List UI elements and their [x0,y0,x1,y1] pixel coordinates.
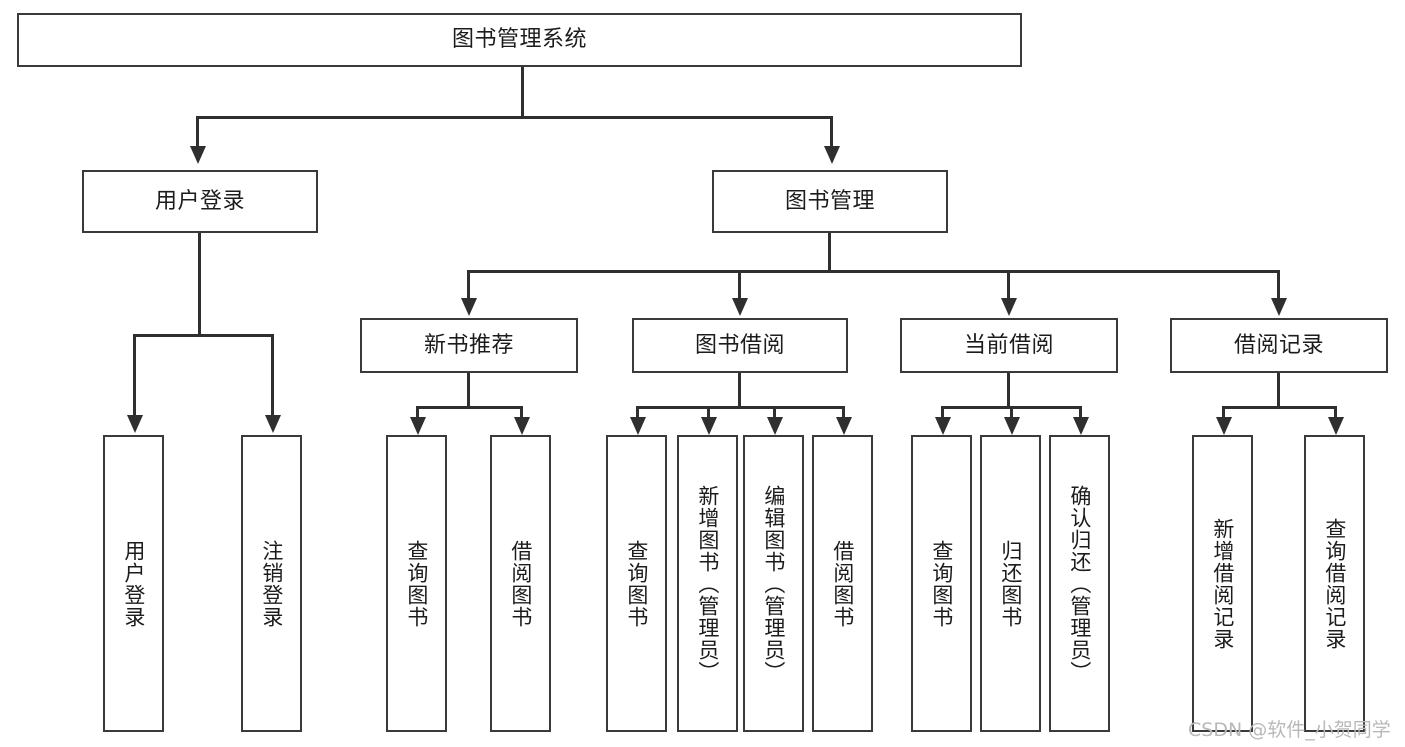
node-label: 确认归还（管理员） [1067,484,1092,683]
connector-book-mgmt-c4 [1277,270,1280,301]
leaf-current-query-books[interactable]: 查询图书 [911,435,972,732]
connector-records-stem [1277,373,1280,408]
leaf-current-return-books[interactable]: 归还图书 [980,435,1041,732]
node-new-book-recommend[interactable]: 新书推荐 [360,318,578,373]
connector-book-mgmt-bar [467,270,1279,273]
node-label: 查询图书 [404,539,429,628]
node-root-library-system[interactable]: 图书管理系统 [17,13,1022,67]
node-label: 借阅图书 [508,539,533,628]
arrow-borrow-l1 [630,417,646,435]
connector-records-l1 [1222,406,1225,420]
connector-newbook-bar [416,406,522,409]
connector-root-bar [196,116,833,119]
leaf-borrow-query-books[interactable]: 查询图书 [606,435,667,732]
node-book-management[interactable]: 图书管理 [712,170,948,233]
connector-borrow-bar [636,406,844,409]
connector-current-l2 [1010,406,1013,420]
leaf-current-confirm-return-admin[interactable]: 确认归还（管理员） [1049,435,1110,732]
connector-newbook-l1 [416,406,419,420]
connector-borrow-l4 [842,406,845,420]
node-label: 查询图书 [624,539,649,628]
csdn-watermark: CSDN @软件_小贺同学 [1188,719,1391,741]
connector-current-l3 [1079,406,1082,420]
node-label: 查询借阅记录 [1322,517,1347,650]
arrow-book-mgmt-c2 [732,298,748,316]
node-label: 用户登录 [121,539,146,628]
arrow-root-to-user-login [190,146,206,164]
node-label: 借阅记录 [1233,332,1324,358]
connector-user-login-leaf2 [271,334,274,418]
connector-current-l1 [941,406,944,420]
node-current-borrow[interactable]: 当前借阅 [900,318,1118,373]
node-borrow-records[interactable]: 借阅记录 [1170,318,1388,373]
connector-borrow-l1 [636,406,639,420]
connector-records-l2 [1334,406,1337,420]
node-label: 查询图书 [929,539,954,628]
node-label: 图书管理 [784,188,875,214]
arrow-user-login-leaf2 [265,415,281,433]
leaf-borrow-edit-book-admin[interactable]: 编辑图书（管理员） [743,435,804,732]
connector-user-login-bar [133,334,273,337]
leaf-records-query-record[interactable]: 查询借阅记录 [1304,435,1365,732]
arrow-current-l1 [935,417,951,435]
connector-root-to-book-mgmt [830,116,833,148]
node-label: 图书管理系统 [451,27,587,53]
connector-newbook-l2 [520,406,523,420]
arrow-book-mgmt-c1 [461,298,477,316]
connector-user-login-leaf1 [133,334,136,418]
arrow-book-mgmt-c3 [1001,298,1017,316]
node-label: 借阅图书 [830,539,855,628]
node-label: 新书推荐 [423,332,514,358]
leaf-borrow-add-book-admin[interactable]: 新增图书（管理员） [677,435,738,732]
arrow-root-to-book-mgmt [824,146,840,164]
leaf-newbook-borrow-books[interactable]: 借阅图书 [490,435,551,732]
connector-book-mgmt-c2 [738,270,741,301]
arrow-current-l2 [1004,417,1020,435]
connector-book-mgmt-stem [828,233,831,271]
arrow-records-l2 [1328,417,1344,435]
connector-newbook-stem [467,373,470,408]
connector-borrow-stem [738,373,741,408]
connector-current-stem [1007,373,1010,408]
node-label: 当前借阅 [963,332,1054,358]
connector-borrow-l3 [773,406,776,420]
node-book-borrow[interactable]: 图书借阅 [632,318,848,373]
arrow-borrow-l2 [701,417,717,435]
node-label: 归还图书 [998,539,1023,628]
arrow-records-l1 [1216,417,1232,435]
connector-root-stem [521,66,524,118]
arrow-newbook-l1 [410,417,426,435]
node-label: 编辑图书（管理员） [761,484,786,683]
connector-book-mgmt-c1 [467,270,470,301]
arrow-user-login-leaf1 [127,415,143,433]
leaf-borrow-borrow-books[interactable]: 借阅图书 [812,435,873,732]
connector-book-mgmt-c3 [1007,270,1010,301]
arrow-book-mgmt-c4 [1271,298,1287,316]
arrow-current-l3 [1073,417,1089,435]
node-label: 新增借阅记录 [1210,517,1235,650]
arrow-borrow-l3 [767,417,783,435]
leaf-user-login-login[interactable]: 用户登录 [103,435,164,732]
connector-borrow-l2 [707,406,710,420]
leaf-user-login-logout[interactable]: 注销登录 [241,435,302,732]
node-user-login[interactable]: 用户登录 [82,170,318,233]
node-label: 新增图书（管理员） [695,484,720,683]
arrow-borrow-l4 [836,417,852,435]
node-label: 用户登录 [154,188,245,214]
connector-root-to-user-login [196,116,199,148]
leaf-records-add-record[interactable]: 新增借阅记录 [1192,435,1253,732]
node-label: 注销登录 [259,539,284,628]
connector-records-bar [1222,406,1336,409]
arrow-newbook-l2 [514,417,530,435]
node-label: 图书借阅 [694,332,785,358]
leaf-newbook-query-books[interactable]: 查询图书 [386,435,447,732]
connector-user-login-stem [198,233,201,335]
